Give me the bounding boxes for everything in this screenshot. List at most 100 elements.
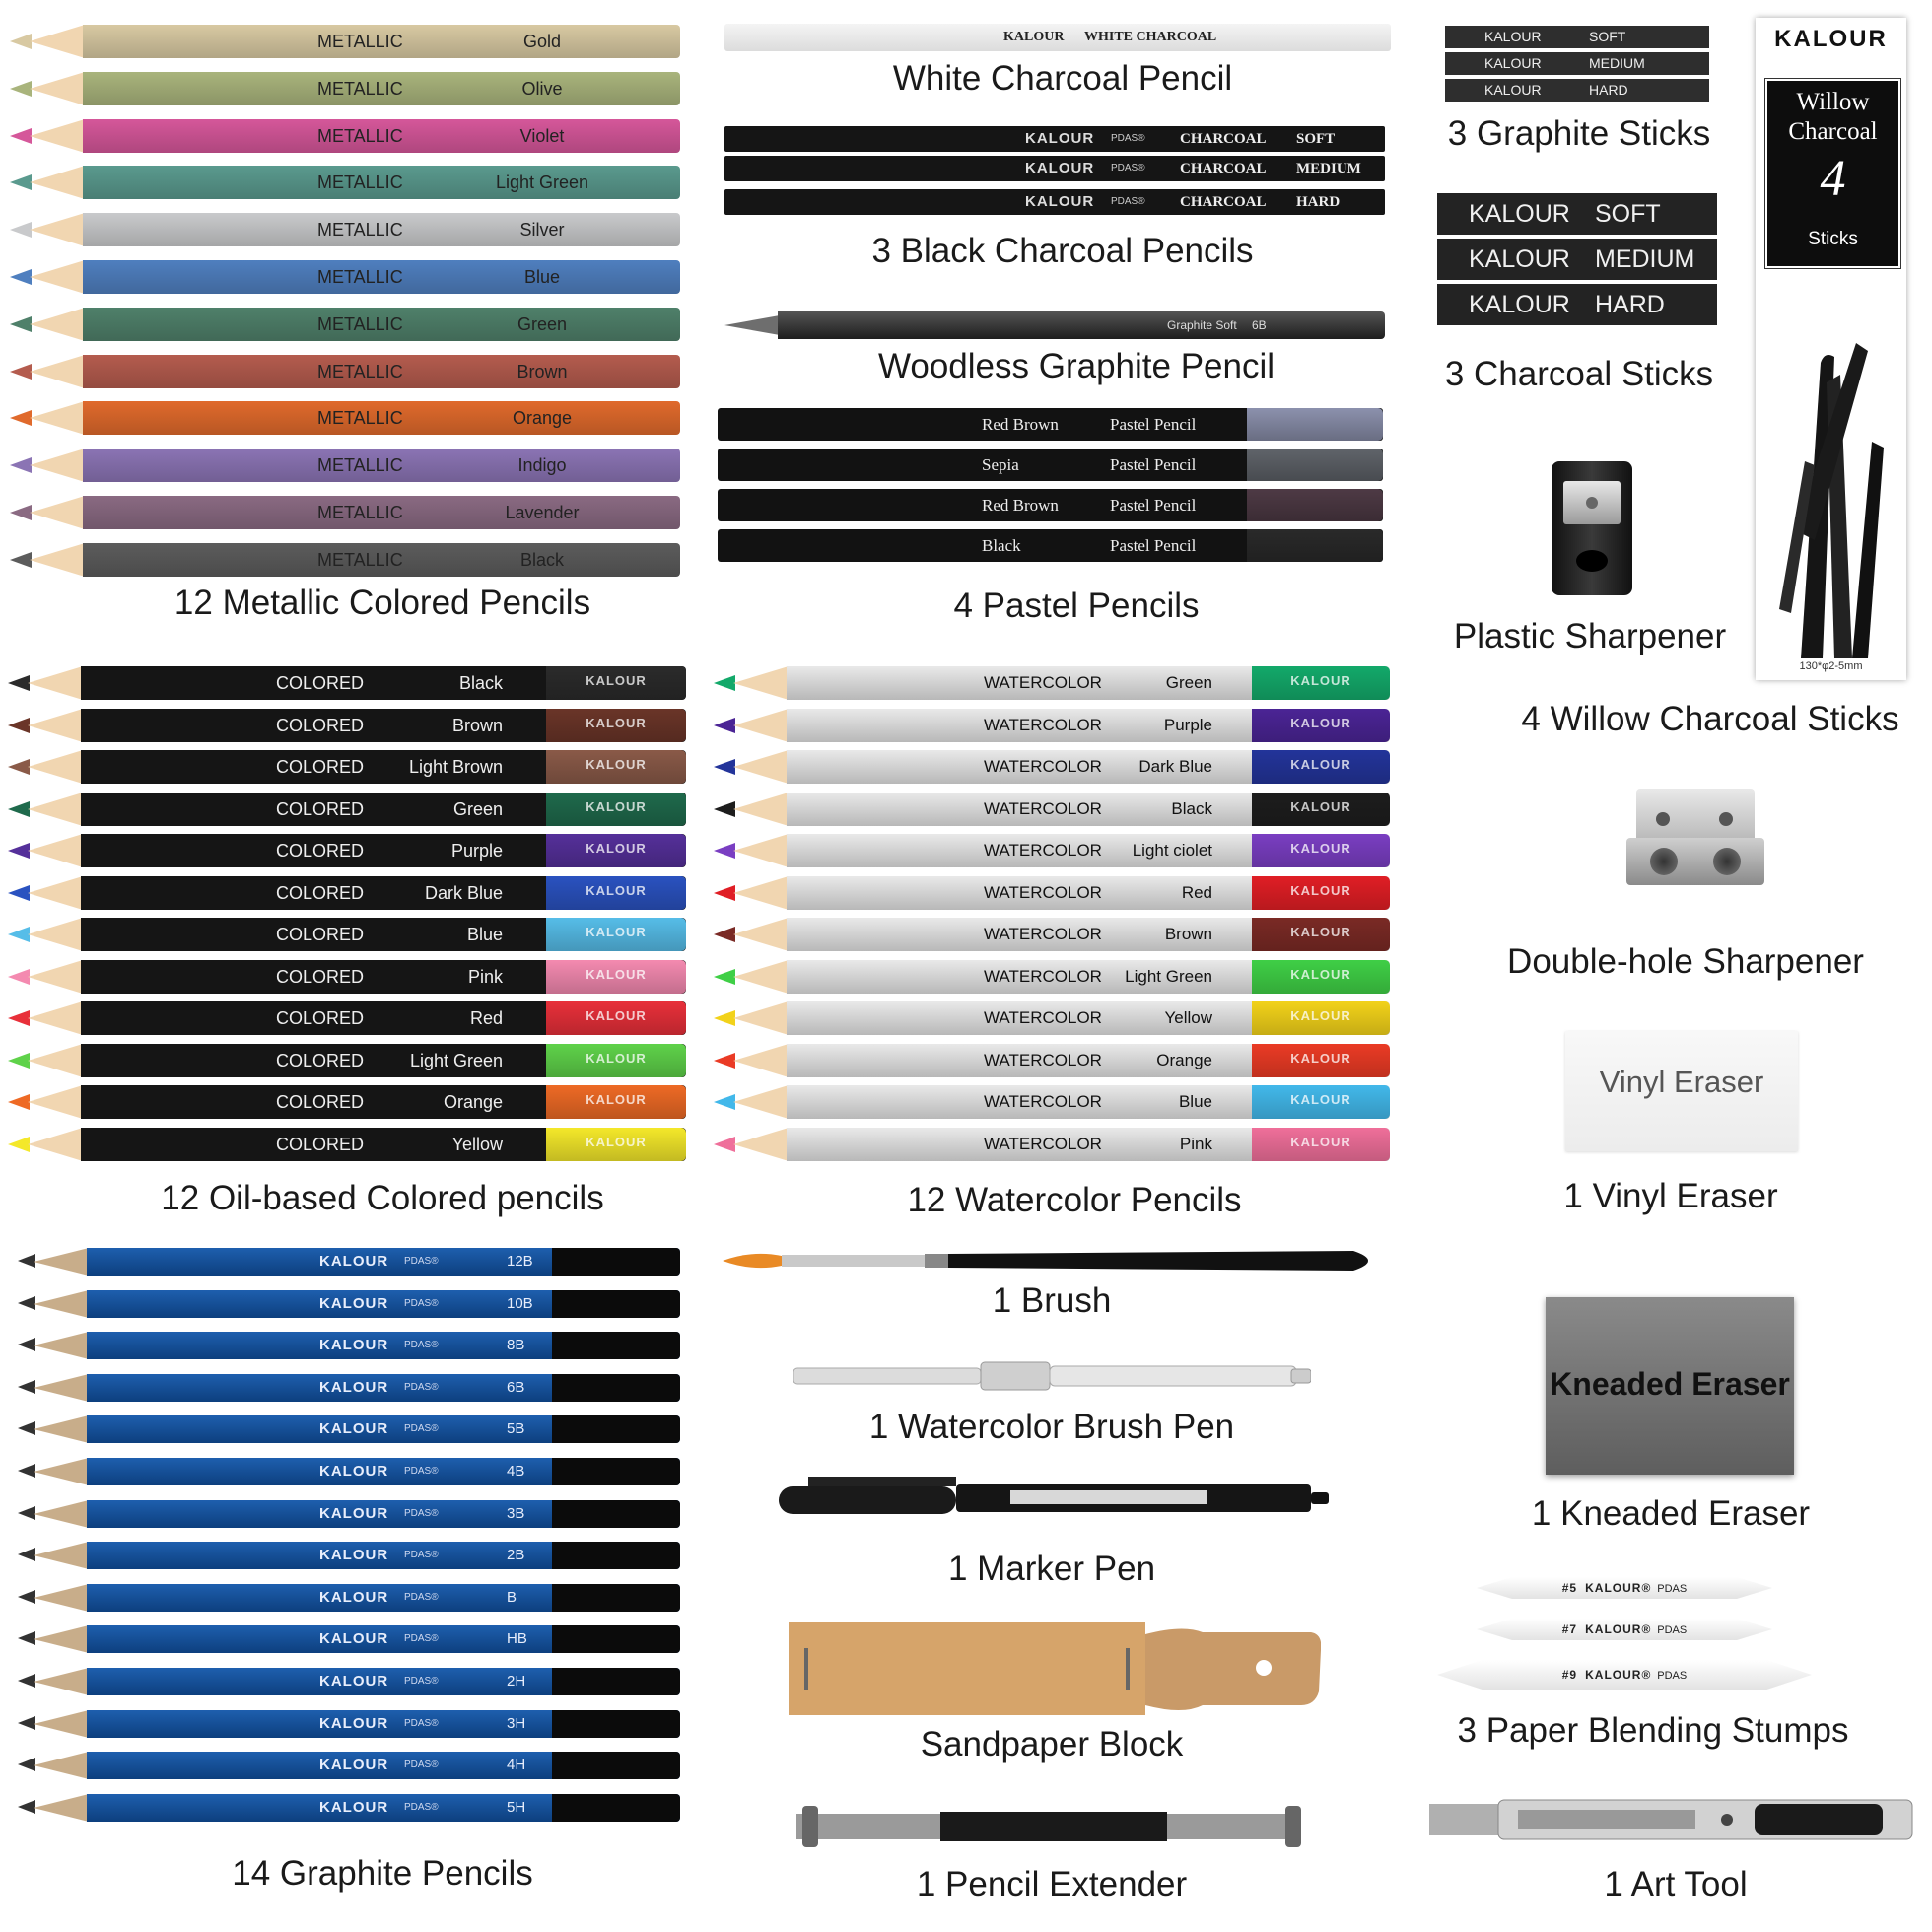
oil-end: KALOUR bbox=[546, 1043, 686, 1077]
pencil-lead bbox=[8, 800, 30, 817]
caption-graphite: 14 Graphite Pencils bbox=[232, 1854, 533, 1893]
caption-kneaded: 1 Kneaded Eraser bbox=[1531, 1494, 1811, 1533]
watercolor-brand: KALOUR bbox=[1290, 715, 1351, 730]
pencil-lead bbox=[18, 1589, 35, 1604]
watercolor-brand: KALOUR bbox=[1290, 966, 1351, 982]
willow-box-line1: Willow bbox=[1796, 89, 1870, 115]
pencil-lead bbox=[8, 843, 30, 859]
caption-marker: 1 Marker Pen bbox=[947, 1550, 1156, 1588]
oil-label: COLORED bbox=[276, 841, 365, 861]
graphite-brand: KALOUR bbox=[319, 1337, 389, 1354]
woodless-graphite-pencil: Graphite Soft 6B bbox=[724, 311, 1385, 339]
pencil-wood bbox=[733, 792, 789, 826]
pastel-label: Pastel Pencil bbox=[1110, 496, 1197, 515]
caption-double-sharpener: Double-hole Sharpener bbox=[1507, 942, 1864, 981]
graphite-brand: KALOUR bbox=[319, 1378, 389, 1396]
watercolor-color-name: Light Green bbox=[1125, 966, 1212, 986]
pencil-wood bbox=[34, 1499, 89, 1528]
pencil-wood bbox=[28, 792, 83, 826]
pencil-wood bbox=[733, 666, 789, 700]
pencil-lead bbox=[714, 759, 735, 775]
pencil-wood bbox=[34, 1289, 89, 1318]
graphite-sub: PDAS® bbox=[404, 1633, 439, 1645]
metallic-color-name: Indigo bbox=[518, 455, 567, 476]
graphite-sub: PDAS® bbox=[404, 1507, 439, 1519]
oil-end: KALOUR bbox=[546, 875, 686, 910]
graphite-end bbox=[552, 1625, 680, 1654]
graphite-brand: KALOUR bbox=[319, 1420, 389, 1438]
caption-metallic: 12 Metallic Colored Pencils bbox=[173, 584, 591, 622]
watercolor-color-name: Red bbox=[1181, 882, 1212, 902]
graphite-stick-brand: KALOUR bbox=[1484, 82, 1542, 98]
pencil-lead bbox=[10, 551, 32, 568]
watercolor-color-name: Green bbox=[1165, 673, 1212, 692]
caption-sandpaper: Sandpaper Block bbox=[920, 1725, 1184, 1763]
pencil-lead bbox=[8, 675, 30, 691]
oil-end: KALOUR bbox=[546, 1001, 686, 1035]
pencil-wood bbox=[30, 401, 85, 436]
metallic-label: METALLIC bbox=[317, 172, 403, 193]
willow-sticks-icon bbox=[1779, 343, 1884, 658]
pencil-lead bbox=[8, 1136, 30, 1152]
metallic-label: METALLIC bbox=[317, 313, 403, 334]
pencil-wood bbox=[34, 1625, 89, 1654]
pencil-lead bbox=[10, 315, 32, 332]
metallic-color-name: Silver bbox=[519, 220, 565, 241]
pencil-lead bbox=[10, 34, 32, 49]
oil-label: COLORED bbox=[276, 1050, 365, 1070]
pencil-wood bbox=[34, 1373, 89, 1402]
stump-brand: KALOUR® bbox=[1585, 1622, 1652, 1636]
graphite-end bbox=[552, 1499, 680, 1528]
pencil-wood bbox=[34, 1332, 89, 1360]
pencil-wood bbox=[34, 1709, 89, 1738]
metallic-color-name: Gold bbox=[522, 32, 562, 51]
pastel-color-name: Sepia bbox=[982, 455, 1019, 474]
charcoal-stick-grade: SOFT bbox=[1595, 200, 1661, 228]
graphite-stick-brand: KALOUR bbox=[1484, 29, 1542, 44]
caption-oil: 12 Oil-based Colored pencils bbox=[161, 1179, 604, 1217]
art-knife-icon bbox=[1429, 1799, 1913, 1840]
oil-end: KALOUR bbox=[546, 1085, 686, 1119]
pencil-wood bbox=[30, 496, 85, 529]
charcoal-label: CHARCOAL bbox=[1180, 194, 1267, 210]
charcoal-stick-grade: HARD bbox=[1595, 291, 1665, 318]
stump-sub: PDAS bbox=[1657, 1624, 1688, 1636]
watercolor-brand: KALOUR bbox=[1290, 673, 1351, 688]
charcoal-stick-brand: KALOUR bbox=[1469, 245, 1570, 273]
watercolor-label: WATERCOLOR bbox=[984, 1134, 1102, 1153]
watercolor-brand: KALOUR bbox=[1290, 1134, 1351, 1149]
charcoal-brand: KALOUR bbox=[1025, 160, 1095, 176]
caption-white-charcoal: White Charcoal Pencil bbox=[892, 59, 1233, 98]
